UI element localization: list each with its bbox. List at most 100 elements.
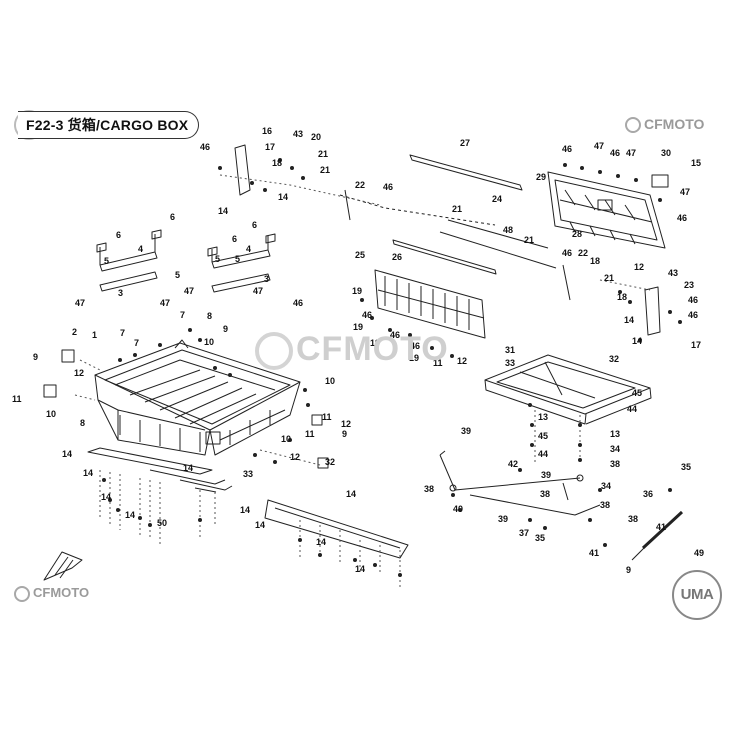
callout-number: 46: [362, 310, 372, 320]
callout-number: 10: [46, 409, 56, 419]
callout-number: 47: [160, 298, 170, 308]
callout-number: 38: [628, 514, 638, 524]
callout-number: 32: [325, 457, 335, 467]
callout-number: 14: [624, 315, 634, 325]
callout-number: 21: [604, 273, 614, 283]
callout-number: 49: [694, 548, 704, 558]
callout-number: 50: [157, 518, 167, 528]
callout-number: 5: [215, 254, 220, 264]
callout-number: 21: [452, 204, 462, 214]
callout-number: 37: [519, 528, 529, 538]
callout-number: 46: [562, 144, 572, 154]
callout-number: 41: [589, 548, 599, 558]
callout-number: 5: [175, 270, 180, 280]
callout-number: 25: [355, 250, 365, 260]
cfmoto-logo-bottom: CFMOTO: [14, 585, 89, 602]
callout-number: 32: [609, 354, 619, 364]
callout-number: 22: [355, 180, 365, 190]
callout-number: 43: [293, 129, 303, 139]
callout-number: 14: [240, 505, 250, 515]
callout-number: 14: [632, 336, 642, 346]
callout-number: 34: [601, 481, 611, 491]
callout-number: 14: [278, 192, 288, 202]
callout-number: 11: [12, 394, 22, 404]
callout-number: 19: [352, 286, 362, 296]
callout-number: 9: [626, 565, 631, 575]
callout-number: 45: [538, 431, 548, 441]
callout-number: 8: [80, 418, 85, 428]
callout-number: 4: [138, 244, 143, 254]
callout-number: 28: [572, 229, 582, 239]
callout-number: 12: [634, 262, 644, 272]
callout-number: 12: [341, 419, 351, 429]
callout-number: 6: [170, 212, 175, 222]
callout-number: 2: [72, 327, 77, 337]
callout-number: 38: [424, 484, 434, 494]
bed-rails-left: [96, 229, 276, 293]
callout-number: 14: [62, 449, 72, 459]
callout-number: 12: [457, 356, 467, 366]
gas-strut: [631, 510, 684, 561]
callout-number: 43: [668, 268, 678, 278]
callout-number: 3: [118, 288, 123, 298]
callout-number: 46: [562, 248, 572, 258]
cable-line: [339, 194, 496, 226]
callout-number: 16: [262, 126, 272, 136]
callout-number: 38: [540, 489, 550, 499]
callout-number: 46: [688, 295, 698, 305]
logo-ring-icon: [14, 585, 30, 602]
callout-number: 19: [370, 338, 380, 348]
callout-number: 6: [252, 220, 257, 230]
latch-rod-left: [344, 189, 351, 221]
tailgate-inner-panel: [374, 269, 486, 339]
callout-number: 9: [223, 324, 228, 334]
page-title: F22-3 货箱/CARGO BOX: [18, 111, 200, 139]
cfmoto-logo-top: CFMOTO: [625, 116, 705, 134]
callout-number: 14: [101, 492, 111, 502]
callout-number: 47: [626, 148, 636, 158]
callout-number: 45: [632, 388, 642, 398]
callout-number: 24: [492, 194, 502, 204]
callout-number: 20: [311, 132, 321, 142]
callout-number: 21: [524, 235, 534, 245]
callout-number: 13: [610, 429, 620, 439]
callout-number: 1: [92, 330, 97, 340]
callout-number: 9: [342, 429, 347, 439]
callout-number: 27: [460, 138, 470, 148]
callout-number: 8: [207, 311, 212, 321]
callout-number: 6: [116, 230, 121, 240]
callout-number: 38: [600, 500, 610, 510]
callout-number: 21: [320, 165, 330, 175]
side-hinges: [43, 144, 669, 469]
callout-number: 44: [538, 449, 548, 459]
watermark-ring-icon: [255, 332, 293, 371]
callout-number: 18: [590, 256, 600, 266]
callout-number: 38: [610, 459, 620, 469]
callout-number: 30: [661, 148, 671, 158]
callout-number: 13: [538, 412, 548, 422]
callout-number: 26: [392, 252, 402, 262]
callout-number: 46: [390, 330, 400, 340]
callout-number: 48: [503, 225, 513, 235]
callout-number: 21: [318, 149, 328, 159]
cfmoto-watermark: CFMOTO: [255, 330, 449, 371]
callout-number: 36: [643, 489, 653, 499]
callout-number: 14: [355, 564, 365, 574]
callout-number: 6: [232, 234, 237, 244]
logo-text: CFMOTO: [644, 116, 705, 132]
tailgate-outer: [547, 171, 666, 249]
callout-number: 31: [505, 345, 515, 355]
callout-number: 35: [535, 533, 545, 543]
callout-number: 5: [104, 256, 109, 266]
callout-number: 14: [218, 206, 228, 216]
callout-number: 11: [322, 412, 332, 422]
callout-number: 14: [255, 520, 265, 530]
callout-number: 10: [325, 376, 335, 386]
callout-number: 46: [677, 213, 687, 223]
fastener-dots: [102, 158, 682, 577]
tilt-linkage: [439, 450, 601, 516]
callout-number: 9: [33, 352, 38, 362]
callout-number: 22: [578, 248, 588, 258]
callout-number: 39: [541, 470, 551, 480]
